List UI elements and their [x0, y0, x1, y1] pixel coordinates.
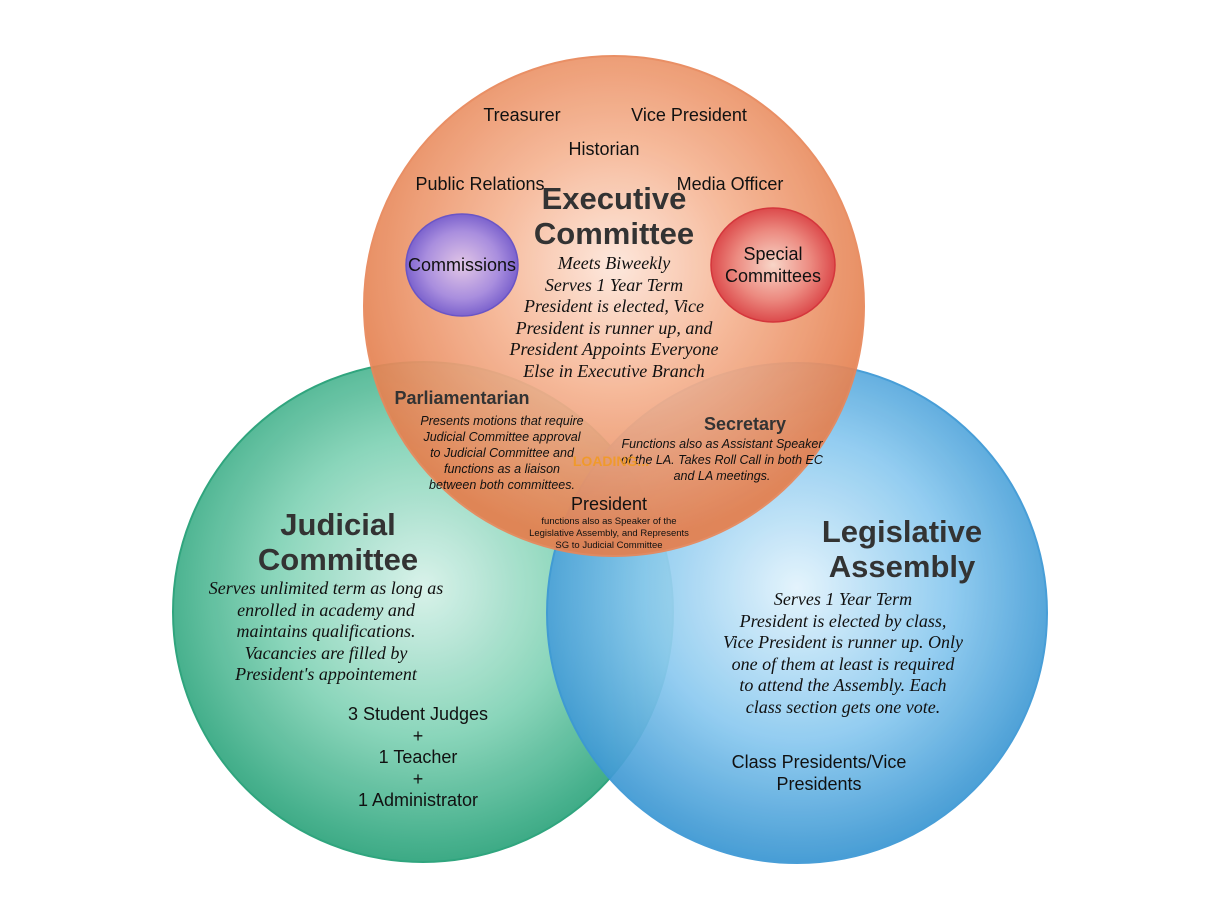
- judicial-committee-description: Serves unlimited term as long as enrolle…: [208, 578, 444, 684]
- vice-president-label: Vice President: [631, 105, 747, 125]
- public-relations-label: Public Relations: [415, 174, 545, 194]
- legislative-assembly-title: Legislative Assembly: [821, 514, 983, 584]
- legislative-assembly-description: Serves 1 Year Term President is elected …: [723, 589, 963, 717]
- loading-indicator: LOADING...: [572, 453, 650, 469]
- parliamentarian-description: Presents motions that require Judicial C…: [420, 414, 584, 492]
- treasurer-label: Treasurer: [483, 105, 561, 125]
- secretary-description: Functions also as Assistant Speaker of t…: [621, 437, 823, 483]
- parliamentarian-title: Parliamentarian: [394, 388, 530, 408]
- commissions-bubble: [405, 213, 519, 317]
- president-title: President: [570, 494, 648, 514]
- legislative-assembly-members: Class Presidents/Vice Presidents: [731, 752, 907, 794]
- executive-committee-title: Executive Committee: [533, 181, 695, 251]
- judicial-committee-title: Judicial Committee: [257, 507, 419, 577]
- media-officer-label: Media Officer: [676, 174, 784, 194]
- executive-committee-circle: [363, 55, 865, 557]
- president-description: functions also as Speaker of the Legisla…: [529, 516, 689, 551]
- historian-label: Historian: [568, 139, 640, 159]
- special-committees-label: Special Committees: [724, 244, 822, 286]
- commissions-label: Commissions: [407, 255, 517, 275]
- secretary-title: Secretary: [703, 414, 787, 434]
- special-committees-bubble: [710, 207, 836, 323]
- judicial-committee-members: 3 Student Judges + 1 Teacher + 1 Adminis…: [347, 704, 489, 810]
- executive-committee-description: Meets Biweekly Serves 1 Year Term Presid…: [509, 253, 719, 381]
